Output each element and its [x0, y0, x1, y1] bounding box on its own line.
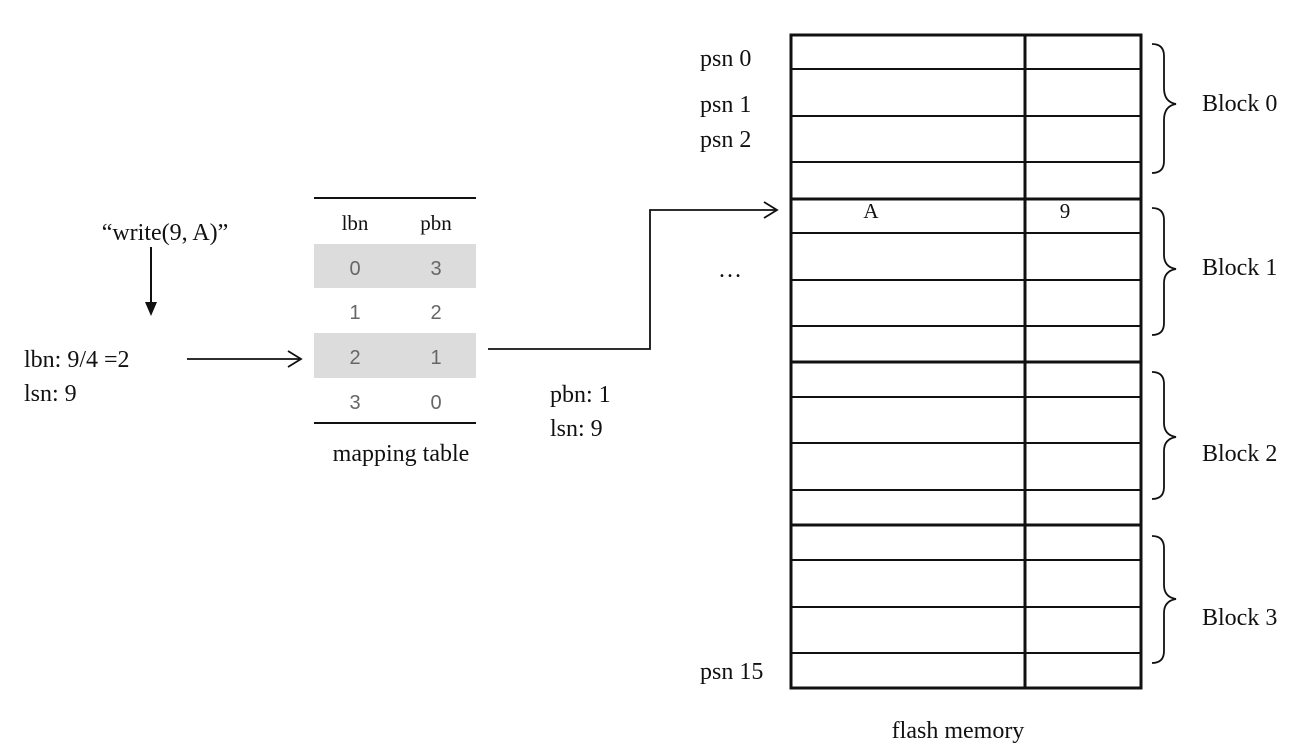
table-header-pbn: pbn — [420, 211, 452, 235]
result-pbn-label: pbn: 1 — [550, 382, 611, 408]
block-0-brace — [1151, 43, 1177, 174]
block-label: Block 2 — [1202, 441, 1277, 467]
psn-label: psn 1 — [700, 92, 751, 118]
mapping-table-caption: mapping table — [333, 441, 470, 467]
table-cell-lbn: 0 — [349, 258, 360, 280]
table-cell-pbn: 1 — [430, 347, 441, 369]
table-cell-pbn: 3 — [430, 258, 441, 280]
block-3-brace — [1151, 535, 1177, 664]
down-arrow-head — [145, 302, 157, 316]
table-cell-lbn: 3 — [349, 392, 360, 414]
table-row-0-highlight — [314, 244, 476, 288]
flash-memory-grid — [789, 33, 1143, 690]
table-cell-pbn: 0 — [430, 392, 441, 414]
table-to-flash-arrow-head — [763, 201, 779, 219]
block-label: Block 1 — [1202, 255, 1277, 281]
lbn-computation-label: lbn: 9/4 =2 — [24, 347, 130, 373]
table-cell-lbn: 1 — [349, 302, 360, 324]
block-label: Block 0 — [1202, 91, 1277, 117]
mapping-table: lbn pbn 0 3 1 2 2 1 3 0 mapping table — [314, 197, 476, 467]
flash-memory-caption: flash memory — [892, 718, 1025, 744]
ellipsis-label: … — [718, 257, 742, 283]
block-1-brace — [1151, 207, 1177, 336]
psn-label: psn 15 — [700, 659, 763, 685]
table-cell-lbn: 2 — [349, 347, 360, 369]
to-table-arrow-head — [287, 350, 303, 368]
psn-label: psn 0 — [700, 46, 751, 72]
table-header-lbn: lbn — [342, 211, 369, 235]
written-page-data: A — [863, 199, 879, 223]
table-row-2-highlight — [314, 333, 476, 378]
result-lsn-label: lsn: 9 — [550, 416, 603, 442]
psn-label: psn 2 — [700, 127, 751, 153]
lsn-label: lsn: 9 — [24, 381, 77, 407]
table-cell-pbn: 2 — [430, 302, 441, 324]
block-label: Block 3 — [1202, 605, 1277, 631]
written-page-spare: 9 — [1060, 199, 1071, 223]
block-2-brace — [1151, 371, 1177, 500]
table-to-flash-arrow-line — [488, 209, 776, 350]
write-command-label: “write(9, A)” — [102, 220, 229, 246]
